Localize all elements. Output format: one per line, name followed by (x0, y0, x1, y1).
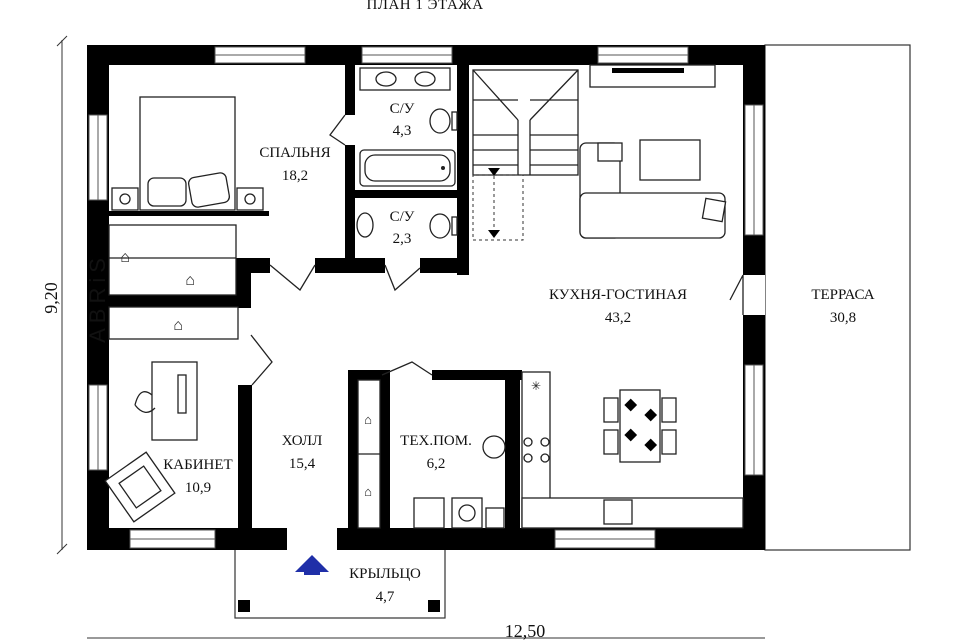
tech-name: ТЕХ.ПОМ. (400, 433, 472, 449)
kitchen-name: КУХНЯ-ГОСТИНАЯ (549, 287, 687, 303)
bath2-area: 2,3 (393, 231, 412, 247)
sofa (579, 139, 727, 239)
office-area: 10,9 (185, 480, 211, 496)
bathroom-fixtures (356, 67, 458, 239)
office-desk (104, 361, 198, 523)
svg-text:⌂: ⌂ (364, 484, 372, 499)
terrace-area (764, 44, 911, 551)
bedroom-area: 18,2 (282, 168, 308, 184)
svg-text:✳: ✳ (531, 379, 541, 393)
kitchen-area: 43,2 (605, 310, 631, 326)
porch-name: КРЫЛЬЦО (349, 566, 421, 582)
svg-text:⌂: ⌂ (364, 412, 372, 427)
dining-table (603, 389, 677, 463)
porch-area: 4,7 (376, 589, 395, 605)
windows (88, 46, 764, 550)
interior-walls (109, 65, 522, 528)
plan-title: ПЛАН 1 ЭТАЖА (366, 0, 483, 13)
porch-column (238, 600, 250, 612)
hall-area: 15,4 (289, 456, 316, 472)
room-labels: СПАЛЬНЯ 18,2 С/У 4,3 С/У 2,3 КУХНЯ-ГОСТИ… (163, 101, 875, 605)
terrace-name: ТЕРРАСА (811, 287, 874, 303)
tv-unit (589, 64, 716, 88)
entrance-arrow (295, 555, 329, 575)
width-dimension: 12,50 (505, 621, 546, 640)
porch-area (234, 547, 446, 619)
hall-cabinet: ⌂ ⌂ (357, 379, 381, 529)
tech-room-fixtures (413, 435, 506, 529)
staircase (472, 69, 579, 241)
wardrobe: ⌂ ⌂ ⌂ (108, 224, 239, 340)
svg-text:⌂: ⌂ (173, 317, 183, 334)
brand-logo: ABRiS (85, 253, 110, 343)
svg-text:⌂: ⌂ (120, 249, 130, 266)
kitchen-counter: ✳ (521, 371, 744, 529)
svg-text:⌂: ⌂ (185, 272, 195, 289)
bath1-area: 4,3 (393, 123, 412, 139)
bath2-name: С/У (390, 209, 415, 225)
tech-area: 6,2 (427, 456, 446, 472)
bath1-name: С/У (390, 101, 415, 117)
height-dimension: 9,20 (41, 282, 61, 314)
door-swings (250, 114, 433, 386)
hall-name: ХОЛЛ (282, 433, 323, 449)
bedroom-name: СПАЛЬНЯ (259, 145, 330, 161)
porch-column (428, 600, 440, 612)
dimension-height: 9,20 (41, 35, 68, 555)
office-name: КАБИНЕТ (163, 457, 232, 473)
terrace-area: 30,8 (830, 310, 856, 326)
bed (109, 96, 269, 216)
dimension-width: 12,50 (87, 621, 765, 640)
